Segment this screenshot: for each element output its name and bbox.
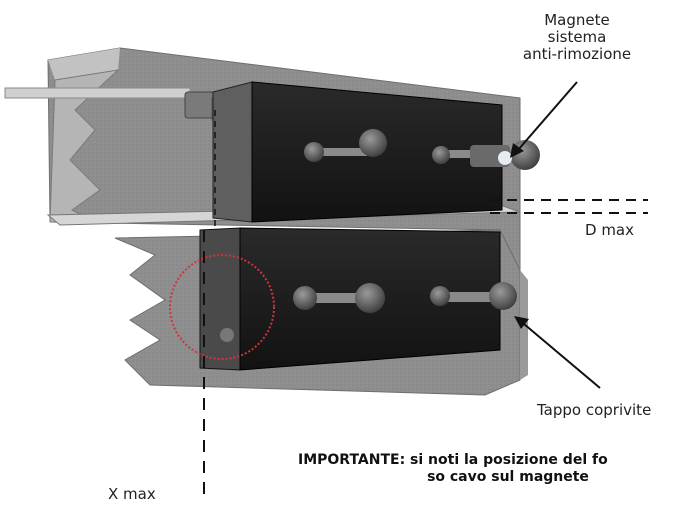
important-note: IMPORTANTE: si noti la posizione del fo … [298,452,678,486]
screw-head [430,282,517,310]
x-max-label: X max [108,485,156,503]
magnet-label: Magnete sistema anti-rimozione [512,12,642,63]
magnet-label-line: Magnete [544,11,610,29]
screw-head [293,283,385,313]
highlight-circle [169,254,275,360]
cap-label: Tappo coprivite [537,401,652,419]
screw-head [304,129,387,162]
cap-arrow [514,316,601,389]
magnet-arrow [510,81,578,158]
d-max-label: D max [585,221,634,239]
d-max-dimension [490,199,648,214]
lower-magnet-block [199,227,517,371]
magnet-label-line: sistema [547,28,607,46]
important-note-line: so cavo sul magnete [427,469,589,485]
important-note-line: IMPORTANTE: si noti la posizione del fo [298,452,608,468]
screw-head [432,146,470,164]
upper-magnet-block [212,81,540,223]
magnet-label-line: anti-rimozione [522,45,632,63]
